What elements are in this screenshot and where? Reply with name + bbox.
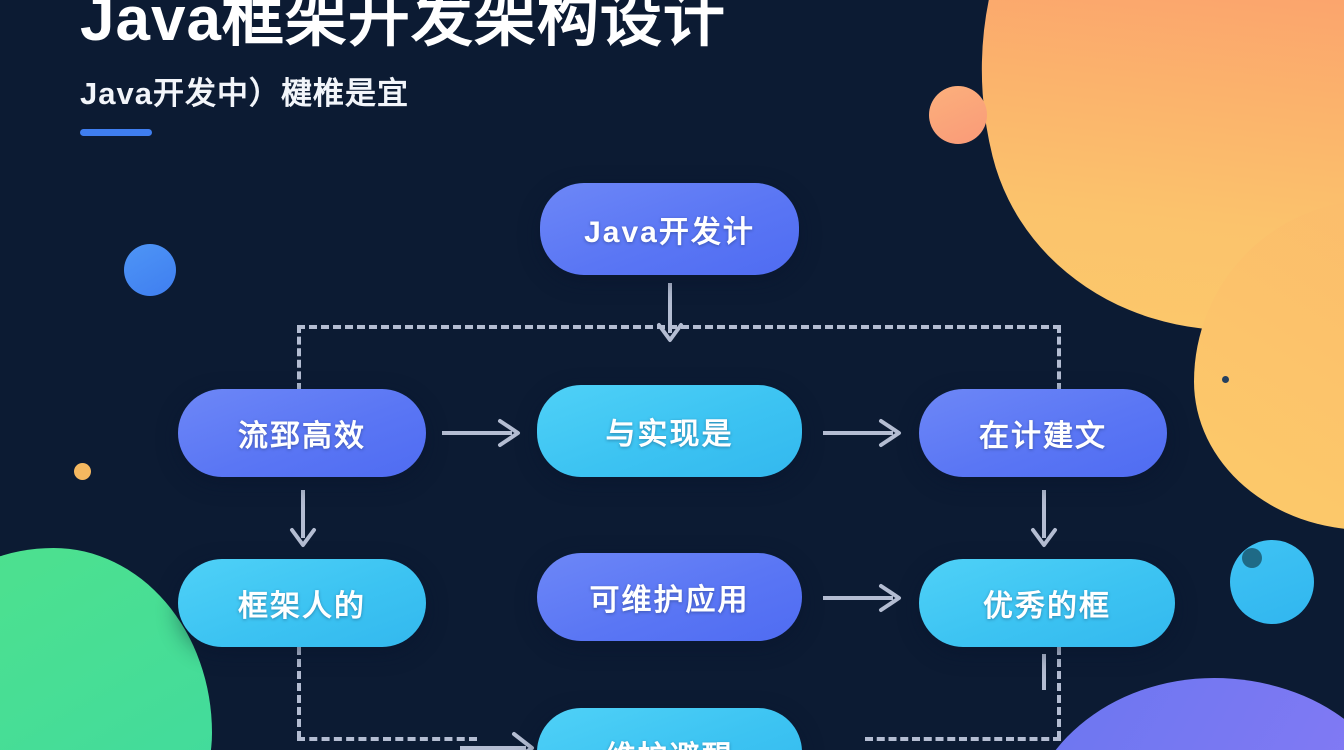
flow-node-maintenance-avoid[interactable]: 维护避醒 — [537, 708, 802, 750]
dashed-connector-bottom-right-horizontal — [865, 737, 1061, 741]
dashed-connector-bottom-left-leg — [297, 647, 301, 739]
flow-node-excellent-framework[interactable]: 优秀的框 — [919, 559, 1175, 647]
dashed-connector-top-left-leg — [297, 325, 301, 391]
arrow-down-icon-top — [657, 283, 683, 342]
flow-node-implementation[interactable]: 与实现是 — [537, 385, 802, 477]
flow-node-framework-people[interactable]: 框架人的 — [178, 559, 426, 647]
title-accent-underline — [80, 129, 152, 137]
dashed-connector-top-right-leg — [1057, 325, 1061, 391]
arrow-right-icon-bottom — [460, 732, 534, 750]
arrow-down-icon-row3-column3 — [1042, 654, 1046, 690]
page-title: Java框架开发架构设计 — [80, 0, 726, 54]
arrow-down-icon-column3 — [1031, 490, 1057, 547]
flow-node-java-development[interactable]: Java开发计 — [540, 183, 799, 275]
header: Java框架开发架构设计 Java开发中）楗椎是宜 — [80, 0, 726, 137]
flow-node-maintainable-app[interactable]: 可维护应用 — [537, 553, 802, 641]
arrow-down-icon-column1 — [290, 490, 316, 547]
flow-node-efficiency[interactable]: 流郅高效 — [178, 389, 426, 477]
flow-node-design-doc[interactable]: 在计建文 — [919, 389, 1167, 477]
page-subtitle: Java开发中）楗椎是宜 — [80, 76, 409, 112]
arrow-right-icon-row2-left — [442, 419, 520, 447]
arrow-right-icon-row3-right — [823, 584, 901, 612]
dashed-connector-bottom-left-horizontal — [297, 737, 477, 741]
arrow-right-icon-row2-right — [823, 419, 901, 447]
